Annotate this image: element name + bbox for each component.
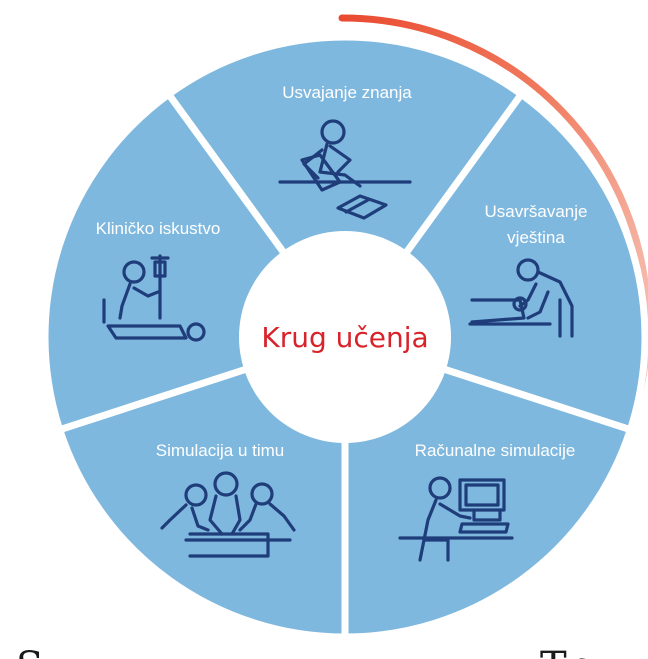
- center-disc: [239, 231, 451, 443]
- segment-knowledge: [163, 33, 527, 343]
- computer-user-icon: [398, 476, 514, 562]
- bedside-care-icon: [102, 254, 206, 342]
- segment-label-team-simulation: Simulacija u timu: [156, 441, 285, 460]
- bottom-text-left: S: [16, 644, 43, 659]
- team-simulation-icon: [160, 471, 296, 558]
- segment-label-skills-line1: Usavršavanje: [485, 202, 588, 221]
- segment-label-computer-simulations: Računalne simulacije: [415, 441, 576, 460]
- segment-label-knowledge: Usvajanje znanja: [282, 83, 412, 102]
- examining-patient-icon: [468, 258, 574, 338]
- segment-label-clinical-experience: Kliničko iskustvo: [96, 219, 221, 238]
- segment-label-skills-line2: vještina: [507, 228, 565, 247]
- bottom-text-right: Tr: [540, 644, 587, 659]
- reading-person-icon: [278, 119, 412, 220]
- center-title: Krug učenja: [261, 321, 428, 354]
